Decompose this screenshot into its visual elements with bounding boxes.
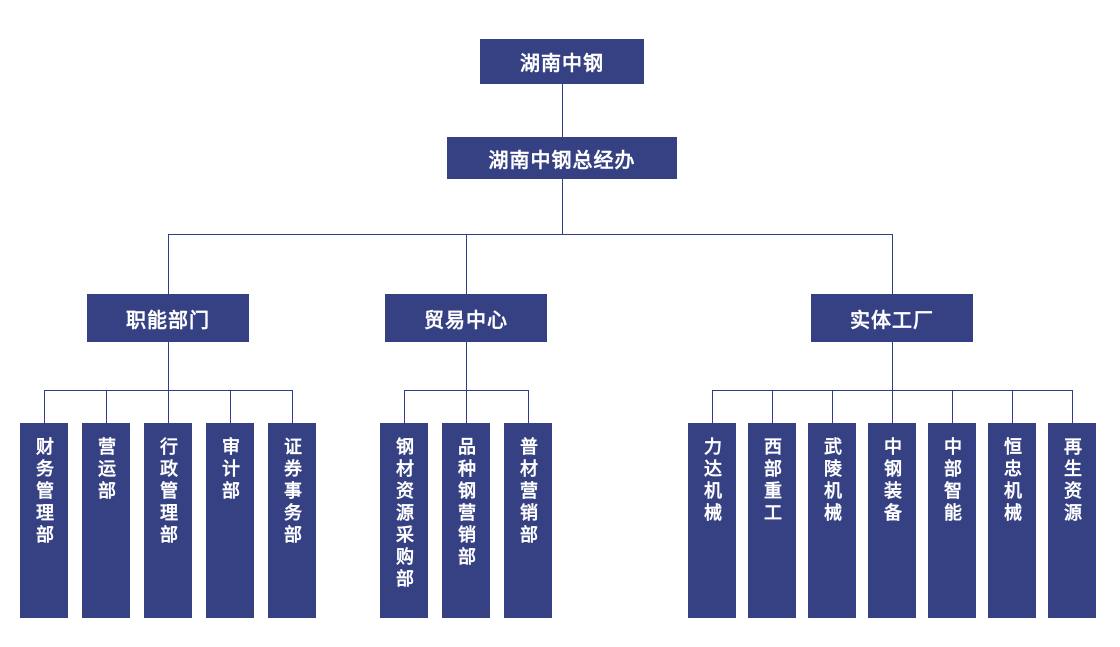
org-leaf-finance-dept: 财务管理部 bbox=[20, 423, 68, 618]
org-node-gm-office-label: 湖南中钢总经办 bbox=[488, 149, 636, 172]
connector-rail-branch-2 bbox=[891, 234, 893, 294]
leaf-label: 证券事务部 bbox=[282, 437, 302, 547]
connector-leaf-drop bbox=[105, 390, 107, 423]
branch-label: 贸易中心 bbox=[424, 309, 508, 332]
connector-root-gm bbox=[561, 84, 563, 137]
leaf-label: 西部重工 bbox=[762, 437, 782, 525]
connector-leaf-drop bbox=[403, 390, 405, 423]
connector-leaf-drop bbox=[167, 390, 169, 423]
org-leaf-steel-resource-purchasing-dept: 钢材资源采购部 bbox=[380, 423, 428, 618]
org-leaf-renewable-resources: 再生资源 bbox=[1048, 423, 1096, 618]
connector-leaf-drop bbox=[291, 390, 293, 423]
leaf-label: 武陵机械 bbox=[822, 437, 842, 525]
org-leaf-operations-dept: 营运部 bbox=[82, 423, 130, 618]
branch-label: 实体工厂 bbox=[850, 309, 934, 332]
connector-branch1-rail bbox=[465, 342, 467, 390]
org-leaf-hengzhong-machinery: 恒忠机械 bbox=[988, 423, 1036, 618]
org-leaf-variety-steel-marketing-dept: 品种钢营销部 bbox=[442, 423, 490, 618]
leaf-label: 行政管理部 bbox=[158, 437, 178, 547]
leaf-label: 普材营销部 bbox=[518, 437, 538, 547]
org-node-root: 湖南中钢 bbox=[480, 39, 644, 84]
connector-leaf-drop bbox=[951, 390, 953, 423]
org-leaf-admin-dept: 行政管理部 bbox=[144, 423, 192, 618]
org-node-root-label: 湖南中钢 bbox=[520, 53, 604, 75]
connector-leaf-drop bbox=[465, 390, 467, 423]
connector-main-rail bbox=[167, 233, 893, 235]
connector-leaf-drop bbox=[831, 390, 833, 423]
leaf-label: 力达机械 bbox=[702, 437, 722, 525]
connector-leaf-drop bbox=[229, 390, 231, 423]
connector-leaf-drop bbox=[1071, 390, 1073, 423]
leaf-label: 中部智能 bbox=[942, 437, 962, 525]
org-node-gm-office: 湖南中钢总经办 bbox=[447, 137, 677, 179]
connector-rail-branch-1 bbox=[465, 234, 467, 294]
org-leaf-common-material-marketing-dept: 普材营销部 bbox=[504, 423, 552, 618]
connector-leaf-drop bbox=[891, 390, 893, 423]
leaf-label: 营运部 bbox=[96, 437, 116, 503]
leaf-label: 再生资源 bbox=[1062, 437, 1082, 525]
leaf-label: 审计部 bbox=[220, 437, 240, 503]
org-leaf-western-heavy-industry: 西部重工 bbox=[748, 423, 796, 618]
org-leaf-zhonggang-equipment: 中钢装备 bbox=[868, 423, 916, 618]
connector-leaf-drop bbox=[711, 390, 713, 423]
branch-label: 职能部门 bbox=[126, 309, 210, 332]
org-leaf-audit-dept: 审计部 bbox=[206, 423, 254, 618]
org-leaf-wuling-machinery: 武陵机械 bbox=[808, 423, 856, 618]
connector-leaf-drop bbox=[1011, 390, 1013, 423]
connector-rail-branch-0 bbox=[167, 234, 169, 294]
org-node-branch-factory: 实体工厂 bbox=[811, 294, 973, 342]
org-leaf-lida-machinery: 力达机械 bbox=[688, 423, 736, 618]
connector-leaf-drop bbox=[43, 390, 45, 423]
leaf-label: 品种钢营销部 bbox=[456, 437, 476, 569]
leaf-label: 恒忠机械 bbox=[1002, 437, 1022, 525]
connector-leaf-drop bbox=[527, 390, 529, 423]
leaf-label: 中钢装备 bbox=[882, 437, 902, 525]
org-leaf-central-intelligence: 中部智能 bbox=[928, 423, 976, 618]
org-leaf-securities-dept: 证券事务部 bbox=[268, 423, 316, 618]
connector-branch0-rail bbox=[167, 342, 169, 390]
connector-branch2-rail bbox=[891, 342, 893, 390]
org-node-branch-trade: 贸易中心 bbox=[385, 294, 547, 342]
org-node-branch-functional: 职能部门 bbox=[87, 294, 249, 342]
connector-leaf-drop bbox=[771, 390, 773, 423]
leaf-label: 财务管理部 bbox=[34, 437, 54, 547]
leaf-label: 钢材资源采购部 bbox=[394, 437, 414, 591]
connector-gm-rail bbox=[561, 179, 563, 234]
